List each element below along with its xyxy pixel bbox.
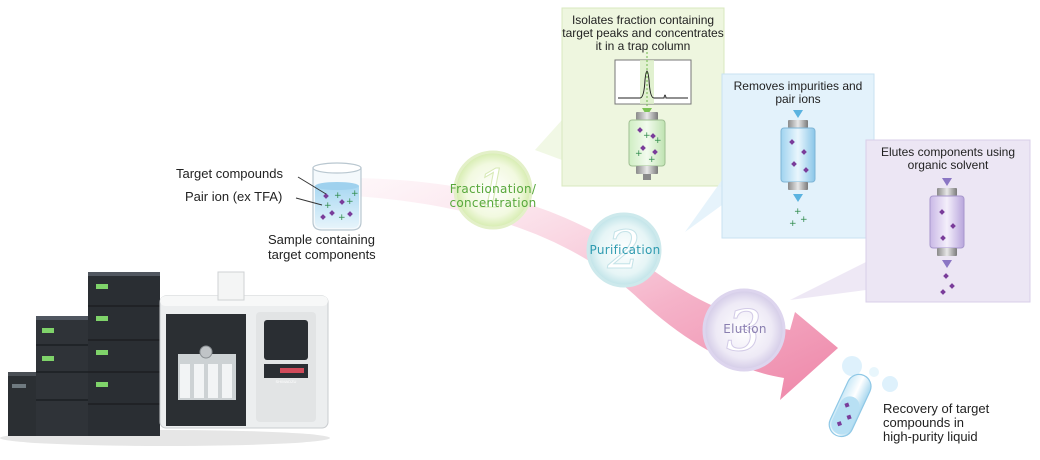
panel-2-line2: pair ions — [775, 92, 821, 106]
trap-column-3-icon — [929, 178, 965, 295]
sample-caption: Sample containing target components — [268, 232, 376, 262]
step-1-circle: 1 — [453, 150, 533, 230]
step-3-number: 3 — [726, 299, 762, 364]
panel-3-line1: Elutes components using — [880, 145, 1016, 159]
svg-text:+: + — [346, 197, 354, 207]
recovery-tube-icon — [828, 356, 898, 438]
chromatogram-icon — [614, 48, 692, 116]
target-compounds-label: Target compounds — [176, 166, 283, 181]
trap-column-2-icon: +++ — [780, 110, 816, 229]
sample-beaker-icon: +++ ++ — [312, 162, 362, 231]
step-3-label: Elution — [723, 322, 767, 336]
recovery-line1: Recovery of target — [883, 401, 990, 416]
recovery-caption: Recovery of target compounds in high-pur… — [883, 402, 989, 444]
svg-text:+: + — [789, 219, 797, 229]
step-2-label: Purification — [589, 243, 661, 257]
panel-1-line3: it in a trap column — [595, 39, 691, 53]
panel-1-line2: target peaks and concentrates — [562, 26, 724, 40]
svg-text:+: + — [648, 155, 656, 165]
panel-3-text: Elutes components using organic solvent — [866, 146, 1030, 172]
step-1-label-line1: Fractionation/ — [449, 182, 537, 196]
sample-caption-line1: Sample containing — [268, 232, 375, 247]
panel-1-text: Isolates fraction containing target peak… — [562, 14, 724, 53]
svg-text:+: + — [794, 207, 802, 217]
recovery-line2: compounds in — [883, 415, 964, 430]
step-1-label: Fractionation/ concentration — [432, 182, 554, 210]
svg-text:+: + — [635, 149, 643, 159]
svg-text:+: + — [643, 131, 651, 141]
panel-2-text: Removes impurities and pair ions — [722, 80, 874, 106]
panel-1-line1: Isolates fraction containing — [571, 13, 715, 27]
pair-ion-pointer — [295, 197, 323, 206]
step-2-number: 2 — [606, 221, 640, 281]
target-compounds-pointer — [297, 176, 327, 195]
step-1-number: 1 — [476, 160, 509, 220]
step-3-circle: 3 — [702, 288, 786, 372]
step-2-circle: 2 — [586, 212, 662, 288]
trap-column-1-icon: ++++ — [628, 112, 666, 180]
panel-2-line1: Removes impurities and — [733, 79, 863, 93]
recovery-line3: high-purity liquid — [883, 429, 978, 444]
sample-caption-line2: target components — [268, 247, 376, 262]
instrument-brand-label: SHIMADZU — [275, 379, 297, 384]
svg-text:+: + — [334, 191, 342, 201]
svg-text:+: + — [654, 136, 662, 146]
svg-text:+: + — [351, 189, 359, 199]
instrument-image — [0, 271, 330, 446]
panel-3-line2: organic solvent — [907, 158, 989, 172]
svg-text:+: + — [324, 201, 332, 211]
pair-ion-label: Pair ion (ex TFA) — [185, 189, 283, 204]
step-1-label-line2: concentration — [449, 196, 537, 210]
svg-text:+: + — [338, 213, 346, 223]
svg-text:+: + — [800, 215, 808, 225]
